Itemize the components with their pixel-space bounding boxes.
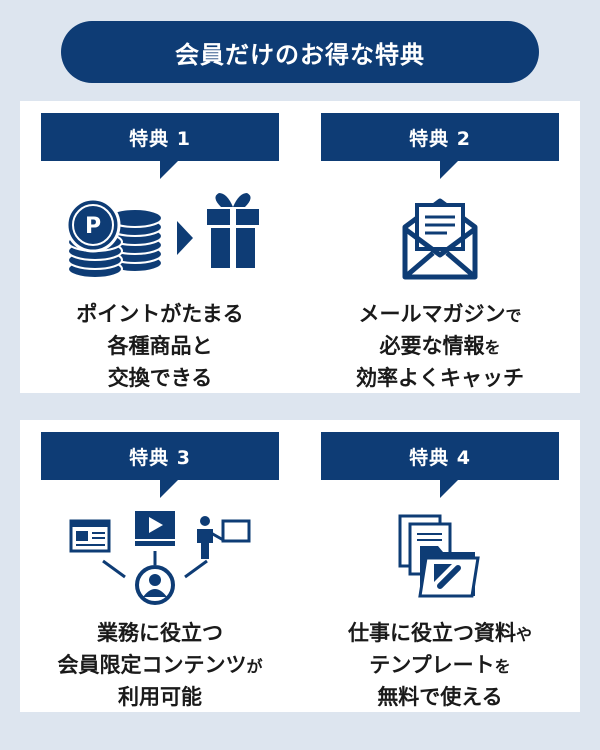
svg-text:P: P	[85, 214, 101, 239]
benefit-description-4: 仕事に役立つ資料や テンプレートを 無料で使える	[347, 621, 532, 709]
envelope-icon	[300, 193, 580, 283]
title-banner: 会員だけのお得な特典	[61, 21, 539, 83]
benefit-description-2: メールマガジンで 必要な情報を 効率よくキャッチ	[356, 302, 524, 390]
benefit-tag-3: 特典 3	[41, 432, 279, 498]
benefit-tag-label: 特典 1	[129, 127, 191, 150]
benefit-tag-2: 特典 2	[321, 113, 559, 179]
benefit-card-1: 特典 1 P	[20, 101, 300, 393]
benefit-tag-label: 特典 4	[409, 446, 471, 469]
benefit-tag-label: 特典 2	[409, 127, 471, 150]
benefit-tag-label: 特典 3	[129, 446, 191, 469]
document-folder-icon	[300, 512, 580, 602]
benefit-description-3: 業務に役立つ 会員限定コンテンツが 利用可能	[57, 621, 263, 709]
content-network-icon	[20, 511, 300, 605]
page-title: 会員だけのお得な特典	[175, 40, 425, 69]
benefit-description-1: ポイントがたまる 各種商品と 交換できる	[76, 302, 244, 390]
benefit-card-4: 特典 4 仕事に役立つ資料や テンプレートを 無料で使える	[300, 420, 580, 712]
benefit-tag-1: 特典 1	[41, 113, 279, 179]
points-to-gift-icon: P	[20, 193, 300, 283]
benefit-card-2: 特典 2 メールマガジンで 必要な情報を 効率よくキャッチ	[300, 101, 580, 393]
benefit-tag-4: 特典 4	[321, 432, 559, 498]
benefit-card-3: 特典 3 業	[20, 420, 300, 712]
